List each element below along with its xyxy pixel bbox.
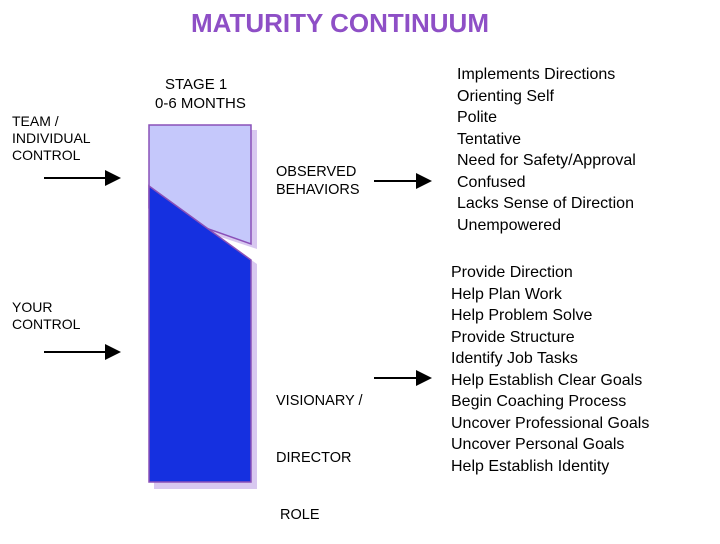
observed-behaviors-list: Implements Directions Orienting Self Pol… <box>457 64 636 236</box>
list-item: Uncover Professional Goals <box>451 414 650 432</box>
observed-behaviors-label: OBSERVED BEHAVIORS <box>276 163 360 199</box>
director-role-line: VISIONARY / <box>276 393 363 409</box>
list-item: Confused <box>457 173 526 191</box>
list-item: Tentative <box>457 130 522 148</box>
director-role-line: ROLE <box>276 507 320 523</box>
your-control-line: CONTROL <box>12 316 81 332</box>
list-item: Need for Safety/Approval <box>457 152 636 169</box>
list-item: Implements Directions <box>457 66 616 83</box>
team-control-line: CONTROL <box>12 147 81 163</box>
observed-behaviors-line: OBSERVED <box>276 164 357 180</box>
list-item: Uncover Personal Goals <box>451 436 625 453</box>
stage-name: STAGE 1 <box>165 76 228 93</box>
team-control-line: INDIVIDUAL <box>12 130 91 146</box>
team-control-line: TEAM / <box>12 113 59 129</box>
stage-duration: 0-6 MONTHS <box>155 95 246 112</box>
list-item: Help Plan Work <box>451 285 562 303</box>
director-role-list: Provide Direction Help Plan Work Help Pr… <box>451 262 649 477</box>
list-item: Provide Direction <box>451 264 573 281</box>
page-title: MATURITY CONTINUUM <box>190 8 489 38</box>
list-item: Orienting Self <box>457 87 554 105</box>
your-control-line: YOUR <box>12 299 53 315</box>
lower-block <box>148 184 252 483</box>
team-control-label: TEAM / INDIVIDUAL CONTROL <box>12 113 91 164</box>
observed-behaviors-line: BEHAVIORS <box>276 182 360 198</box>
stage-label: STAGE 1 0-6 MONTHS <box>155 75 246 113</box>
list-item: Help Establish Identity <box>451 457 610 475</box>
list-item: Identify Job Tasks <box>451 350 578 367</box>
list-item: Provide Structure <box>451 328 575 346</box>
list-item: Help Problem Solve <box>451 307 593 324</box>
director-role-label: VISIONARY / DIRECTOR ROLE <box>276 354 363 544</box>
list-item: Polite <box>457 109 498 126</box>
list-item: Help Establish Clear Goals <box>451 371 643 389</box>
your-control-label: YOUR CONTROL <box>12 299 80 333</box>
list-item: Unempowered <box>457 216 562 234</box>
list-item: Lacks Sense of Direction <box>457 195 634 212</box>
director-role-line: DIRECTOR <box>276 450 352 466</box>
list-item: Begin Coaching Process <box>451 393 627 410</box>
